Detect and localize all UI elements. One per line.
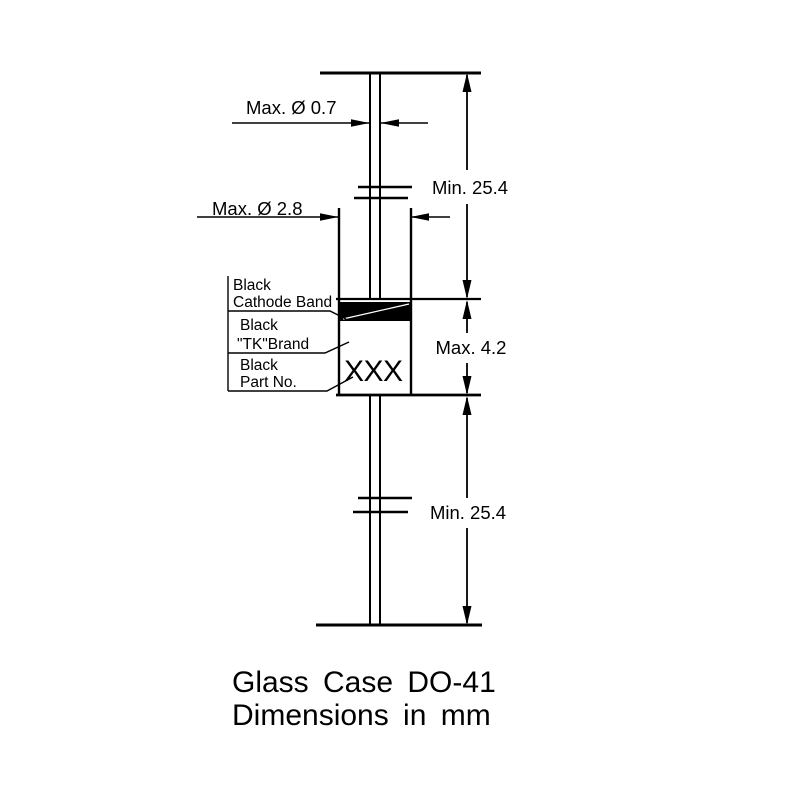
label-cathode-band-line1: Black [233, 277, 271, 294]
dim-body-length: Max. 4.2 [432, 337, 510, 359]
diode-body-outline [336, 208, 481, 397]
arrow-left-body-diameter [410, 213, 429, 221]
body-marking: XXX [344, 355, 403, 388]
top-lead-break-symbol [354, 185, 412, 200]
arrow-left-lead-diameter [380, 119, 399, 127]
callout-leader-lines [227, 276, 354, 392]
arrow-right-body-diameter [320, 213, 339, 221]
label-cathode-band-line2: Cathode Band [233, 294, 333, 311]
arrow-up-top-lead [462, 73, 472, 92]
arrow-up-bottom-lead [462, 396, 472, 415]
dimension-arrowheads-vertical [462, 73, 472, 625]
arrow-down-bottom-lead [462, 606, 472, 625]
arrow-down-body-top [462, 280, 472, 299]
leader-part-no [228, 376, 354, 392]
label-part-no-line2: Part No. [240, 374, 297, 391]
label-tk-brand-line1: Black [240, 317, 278, 334]
caption-line2: Dimensions in mm [232, 699, 491, 732]
arrow-right-lead-diameter [351, 119, 370, 127]
caption-line1: Glass Case DO-41 [232, 666, 496, 699]
dim-lead-diameter: Max. Ø 0.7 [246, 97, 337, 118]
label-tk-brand-line2: "TK"Brand [237, 336, 310, 353]
dim-body-diameter: Max. Ø 2.8 [212, 198, 303, 219]
top-lead-wire [369, 73, 381, 298]
label-part-no-line1: Black [240, 357, 278, 374]
arrow-down-body-length [462, 376, 472, 395]
dim-top-lead-length: Min. 25.4 [428, 177, 512, 199]
glass-highlight-line [342, 303, 410, 320]
leader-cathode-band [228, 310, 347, 320]
arrow-up-body-length [462, 300, 472, 319]
bottom-lead-wire [369, 396, 381, 625]
dim-bottom-lead-length: Min. 25.4 [426, 502, 510, 524]
leader-tk-brand [228, 341, 350, 354]
bottom-lead-break-symbol [353, 496, 412, 514]
